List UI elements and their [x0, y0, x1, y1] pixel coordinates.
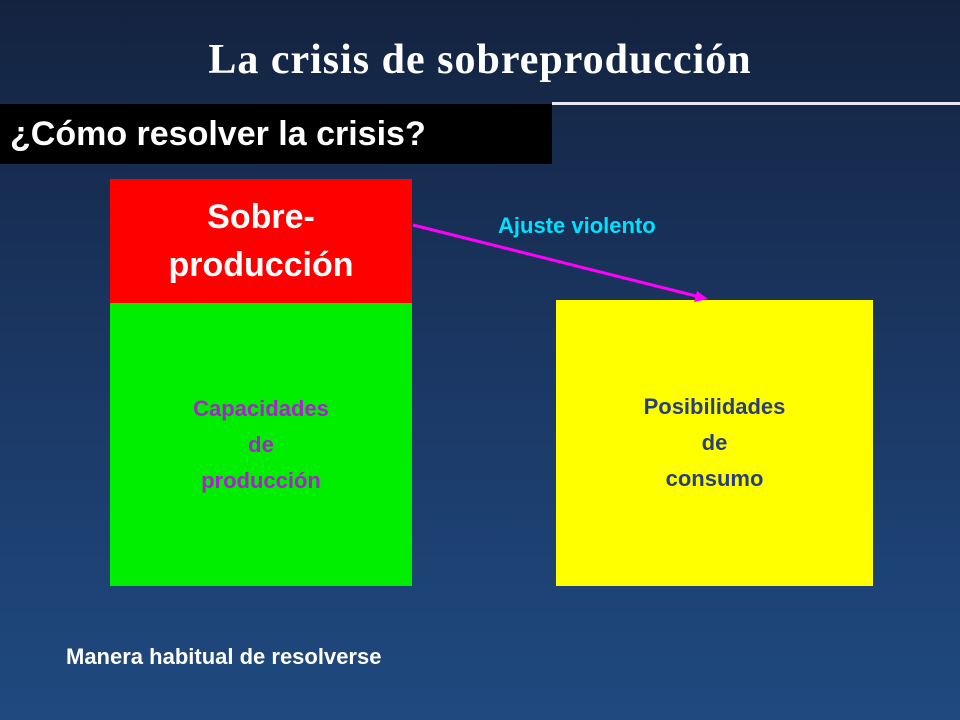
capacity-label-line-2: de [248, 431, 274, 457]
arrow-head [694, 291, 708, 302]
consumption-label-line-2: de [701, 430, 728, 455]
capacity-label-line-1: Capacidades [193, 395, 329, 421]
capacity-label-line-3: producción [201, 467, 321, 493]
arrow-label: Ajuste violento [498, 213, 656, 238]
slide-subtitle: ¿Cómo resolver la crisis? [0, 104, 552, 164]
production-capacity-box: Capacidades de producción [110, 303, 412, 586]
footer-note: Manera habitual de resolverse [66, 644, 382, 669]
consumption-label-line-1: Posibilidades [643, 394, 786, 419]
slide-title: La crisis de sobreproducción [208, 37, 752, 83]
title-underline [552, 102, 960, 105]
overproduction-label-line-2: producción [168, 246, 354, 284]
consumption-label-line-3: consumo [665, 466, 764, 491]
arrow-line [412, 223, 701, 299]
overproduction-box: Sobre- producción [110, 179, 412, 303]
overproduction-label-line-1: Sobre- [207, 198, 315, 236]
consumption-possibilities-box: Posibilidades de consumo [556, 300, 873, 586]
